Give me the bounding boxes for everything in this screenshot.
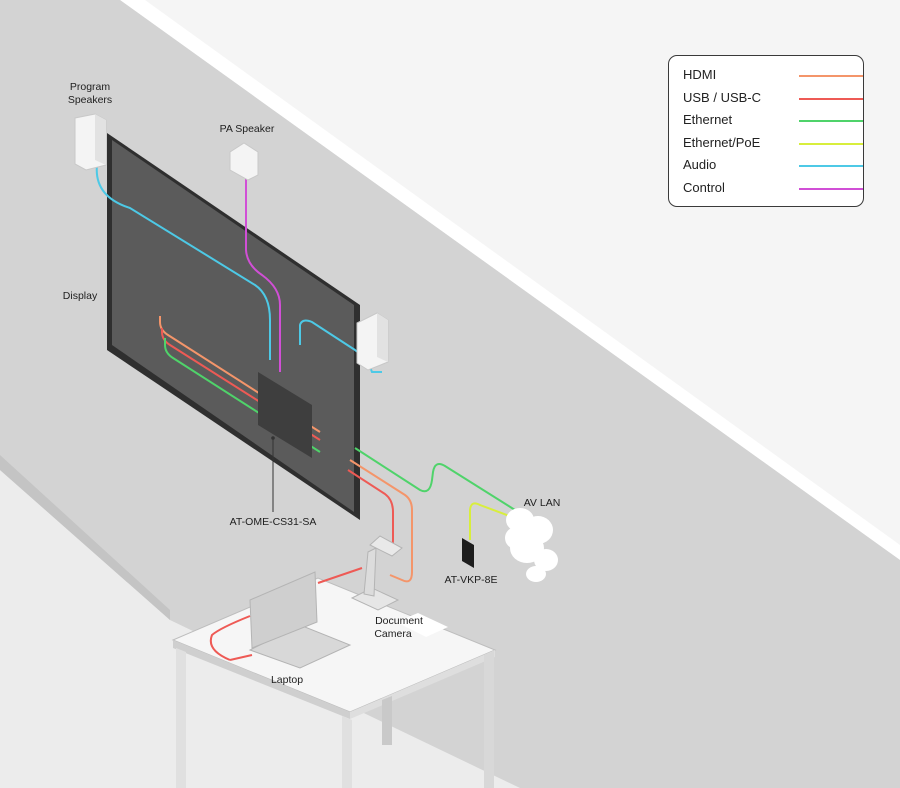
- label-pa-speaker: PA Speaker: [220, 123, 275, 135]
- hdmi-cable-camera: [349, 459, 413, 583]
- audio-cable-left: [95, 164, 271, 360]
- label-av-lan: AV LAN: [524, 497, 561, 509]
- legend-swatch: [799, 75, 863, 77]
- control-cable: [245, 162, 281, 372]
- label-program-speakers-1: Program: [70, 81, 111, 93]
- legend-item-usb: USB / USB-C: [683, 88, 863, 111]
- document-camera-head: [369, 535, 403, 557]
- pa-speaker: [229, 142, 259, 181]
- legend-swatch: [799, 97, 863, 100]
- desk-front-edge: [173, 640, 350, 719]
- desk-leg-front-right: [342, 716, 352, 788]
- legend-item-ethernet-poe: Ethernet/PoE: [683, 133, 863, 156]
- legend-item-audio: Audio: [683, 155, 863, 178]
- av-lan-cloud: [505, 508, 558, 582]
- desk-leg-back-right: [484, 651, 494, 788]
- transmitter-box: [258, 372, 312, 458]
- document-paper: [396, 613, 448, 637]
- label-document-camera-1: Document: [375, 615, 423, 627]
- legend-label: Control: [683, 179, 725, 195]
- desk-leg-back-left: [382, 696, 392, 745]
- legend-label: Ethernet/PoE: [683, 134, 761, 150]
- usb-cable-laptop: [209, 567, 363, 661]
- label-program-speakers-2: Speakers: [68, 94, 112, 106]
- legend-label: Audio: [683, 157, 717, 172]
- ethernet-cable-network: [354, 447, 516, 511]
- legend-swatch: [799, 142, 863, 145]
- desk-leg-front-left: [176, 648, 186, 788]
- legend-swatch: [799, 120, 863, 122]
- floor-shadow: [0, 455, 170, 620]
- program-speaker-right-side: [377, 313, 388, 362]
- legend-label: Ethernet: [683, 112, 733, 127]
- legend-label: HDMI: [683, 67, 717, 82]
- label-document-camera-2: Camera: [374, 628, 412, 640]
- label-transmitter: AT-OME-CS31-SA: [230, 516, 317, 528]
- legend-label: USB / USB-C: [683, 89, 762, 105]
- label-laptop: Laptop: [271, 674, 303, 686]
- legend-item-hdmi: HDMI: [683, 65, 863, 88]
- label-keypad: AT-VKP-8E: [445, 574, 498, 586]
- ethernet-cable-display: [164, 338, 321, 453]
- legend-item-ethernet: Ethernet: [683, 110, 863, 133]
- poe-cable-keypad: [469, 502, 516, 540]
- legend-swatch: [799, 187, 863, 190]
- keypad-device: [462, 538, 474, 568]
- laptop-screen: [249, 571, 318, 649]
- legend-item-control: Control: [683, 178, 863, 201]
- legend-swatch: [799, 165, 863, 167]
- transmitter-leader-dot: [271, 436, 275, 440]
- cable-legend: HDMI USB / USB-C Ethernet Ethernet/PoE A…: [668, 55, 864, 207]
- label-display: Display: [63, 290, 98, 302]
- program-speaker-left-side: [95, 114, 106, 165]
- floor: [0, 470, 520, 788]
